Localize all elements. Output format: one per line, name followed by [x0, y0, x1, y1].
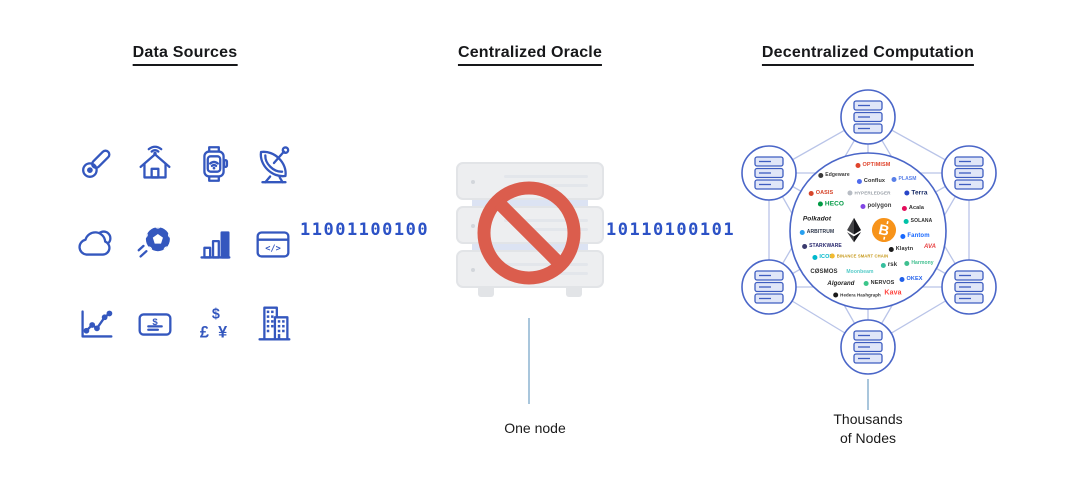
- logo-ava: AVA: [923, 244, 937, 250]
- thousands-of-nodes-caption: Thousands of Nodes: [833, 411, 903, 446]
- oasis-mark-icon: [808, 190, 814, 196]
- server-node-icon: [840, 319, 896, 375]
- server-node-icon: [840, 89, 896, 145]
- office-buildings-icon: [250, 301, 296, 347]
- satellite-dish-icon: [250, 141, 296, 187]
- binance-smart-chain-mark-icon: [829, 253, 835, 259]
- logo-klaytn: Klaytn: [888, 246, 913, 252]
- hyperledger-mark-icon: [847, 190, 853, 196]
- bar-chart-icon: [191, 221, 237, 267]
- weather-cloud-icon: [73, 221, 119, 267]
- svg-text:$: $: [211, 306, 219, 322]
- plasm-mark-icon: [891, 176, 897, 182]
- logo-rsk: rsk: [880, 262, 897, 268]
- logo-oasis: OASIS: [808, 190, 834, 196]
- hedera-mark-icon: [833, 292, 839, 298]
- acala-mark-icon: [901, 205, 907, 211]
- logo-cosmos: CØSMOS: [810, 269, 838, 275]
- fantom-mark-icon: [900, 233, 906, 239]
- logo-terra: Terra: [904, 190, 928, 197]
- logo-plasm: PLASM: [891, 176, 917, 182]
- data-source-icons: </>$$£¥: [66, 124, 302, 364]
- svg-text:</>: </>: [265, 244, 281, 254]
- logo-ethereum: [847, 217, 862, 243]
- svg-text:B: B: [877, 222, 891, 240]
- logo-fantom: Fantom: [900, 233, 930, 239]
- code-window-icon: </>: [250, 221, 296, 267]
- logo-kava: Kava: [884, 289, 902, 297]
- terra-mark-icon: [904, 190, 910, 196]
- binary-output-stream: 10110100101: [606, 220, 736, 240]
- optimism-mark-icon: [855, 162, 861, 168]
- currency-symbols-icon: $£ ¥: [191, 301, 237, 347]
- one-node-connector-line: [528, 318, 530, 404]
- klaytn-mark-icon: [888, 246, 894, 252]
- market-chart-icon: [73, 301, 119, 347]
- logo-acala: Acala: [901, 205, 924, 211]
- logo-hyperledger: HYPERLEDGER: [847, 190, 890, 196]
- server-node-icon: [941, 259, 997, 315]
- one-node-caption: One node: [504, 420, 566, 436]
- logo-nervos: NERVOS: [863, 280, 895, 286]
- logo-polygon: polygon: [860, 203, 891, 209]
- logo-hedera: Hedera Hashgraph: [833, 292, 881, 298]
- okex-mark-icon: [899, 276, 905, 282]
- centralized-oracle-title: Centralized Oracle: [457, 44, 603, 66]
- logo-optimism: OPTIMISM: [855, 162, 891, 168]
- rsk-mark-icon: [880, 262, 886, 268]
- smart-home-icon: [132, 141, 178, 187]
- logo-polkadot: Polkadot: [802, 215, 832, 223]
- logo-heco: HECO: [817, 201, 844, 208]
- harmony-mark-icon: [904, 260, 910, 266]
- logo-solana: SOLANA: [903, 218, 933, 224]
- smartwatch-icon: [191, 141, 237, 187]
- logo-binance-smart-chain: BINANCE SMART CHAIN: [829, 253, 888, 259]
- arbitrum-mark-icon: [799, 229, 805, 235]
- logo-arbitrum: ARBITRUM: [799, 229, 834, 235]
- solana-mark-icon: [903, 218, 909, 224]
- server-node-icon: [741, 145, 797, 201]
- decentralized-computation-title: Decentralized Computation: [761, 44, 975, 66]
- svg-text:¥: ¥: [218, 323, 227, 341]
- logo-algorand: Algorand: [827, 281, 855, 287]
- logo-conflux: Conflux: [856, 178, 885, 184]
- edgeware-mark-icon: [818, 172, 824, 178]
- logo-edgeware: Edgeware: [818, 172, 850, 178]
- server-node-icon: [741, 259, 797, 315]
- logo-starkware: STARKWARE: [802, 243, 842, 249]
- nervos-mark-icon: [863, 280, 869, 286]
- logo-bitcoin: B: [871, 217, 897, 243]
- data-sources-title: Data Sources: [132, 44, 238, 66]
- sports-ball-icon: [132, 221, 178, 267]
- icon-network-mark-icon: [812, 254, 818, 260]
- heco-mark-icon: [817, 201, 823, 207]
- binary-input-stream: 11001100100: [300, 220, 430, 240]
- server-node-icon: [941, 145, 997, 201]
- starkware-mark-icon: [802, 243, 808, 249]
- conflux-mark-icon: [856, 178, 862, 184]
- logo-icon-network: ICON: [812, 254, 833, 260]
- payment-check-icon: $: [132, 301, 178, 347]
- thermometer-icon: [73, 141, 119, 187]
- polygon-mark-icon: [860, 203, 866, 209]
- prohibition-icon: [477, 181, 581, 285]
- svg-text:£: £: [199, 323, 208, 341]
- logo-moonbeam: Moonbeam: [846, 269, 874, 275]
- logo-okex: OKEX: [899, 276, 923, 282]
- logo-harmony: Harmony: [904, 260, 934, 266]
- svg-text:$: $: [152, 317, 158, 328]
